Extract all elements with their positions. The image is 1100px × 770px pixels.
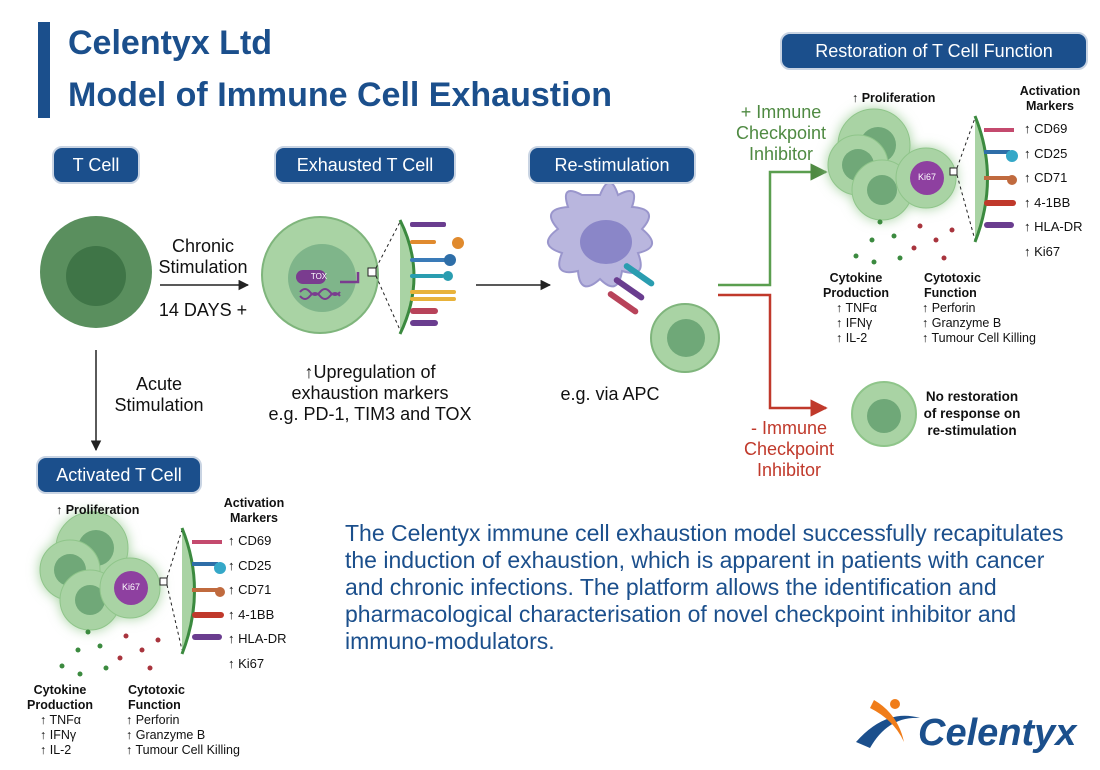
- chronic-label-line1: Chronic: [171, 236, 235, 256]
- celentyx-logo-wordmark: Celentyx: [918, 712, 1077, 754]
- activated-cytokine-il2: ↑ IL-2: [40, 743, 72, 757]
- stage-restimulation: Re-stimulation: [528, 146, 696, 184]
- activated-ki67-badge: Ki67: [121, 582, 140, 592]
- exhaustion-caption-line3: e.g. PD-1, TIM3 and TOX: [268, 404, 472, 424]
- activated-secretion-dots: [59, 629, 161, 677]
- activated-marker-cd69: ↑ CD69: [228, 533, 272, 548]
- activated-cytotoxic-granzyme: ↑ Granzyme B: [126, 728, 206, 742]
- activated-proliferation: ↑ Proliferation: [56, 503, 140, 517]
- restored-cytotoxic-title-line1: Cytotoxic: [924, 271, 981, 285]
- restim-t-cell: [650, 303, 720, 373]
- activated-cytotoxic-perforin: ↑ Perforin: [126, 713, 180, 727]
- activated-membrane: [159, 527, 226, 655]
- restored-cytotoxic-block: Cytotoxic Function ↑ Perforin ↑ Granzyme…: [922, 271, 1072, 346]
- positive-branch-arrow: [718, 163, 828, 287]
- negative-checkpoint-line1: - Immune: [750, 418, 828, 438]
- positive-checkpoint-line3: Inhibitor: [748, 144, 814, 164]
- restored-cytotoxic-perforin: ↑ Perforin: [922, 301, 976, 315]
- restored-marker-hladr: ↑ HLA-DR: [1024, 219, 1083, 234]
- restored-marker-list: ↑ CD69 ↑ CD25 ↑ CD71 ↑ 4-1BB ↑ HLA-DR ↑ …: [1024, 121, 1083, 268]
- restored-cytotoxic-killing: ↑ Tumour Cell Killing: [922, 331, 1036, 345]
- stage-restoration: Restoration of T Cell Function: [780, 32, 1088, 70]
- acute-label-line2: Stimulation: [114, 395, 204, 415]
- restored-secretion-dots: [853, 219, 955, 265]
- stage-t-cell: T Cell: [52, 146, 140, 184]
- restored-cytokine-ifng: ↑ IFNγ: [836, 316, 873, 330]
- negative-checkpoint-line3: Inhibitor: [756, 460, 822, 480]
- restored-cytokine-title-line1: Cytokine: [829, 271, 883, 285]
- activated-cytokine-title-line1: Cytokine: [33, 683, 87, 697]
- restored-activation-title-line2: Markers: [1026, 99, 1074, 113]
- restored-cytokine-block: Cytokine Production ↑ TNFα ↑ IFNγ ↑ IL-2: [814, 271, 898, 346]
- activated-cytotoxic-title-line2: Function: [128, 698, 181, 712]
- restored-cell-cluster: [827, 108, 957, 221]
- page-title: Model of Immune Cell Exhaustion: [68, 76, 613, 114]
- activated-marker-cd71: ↑ CD71: [228, 582, 272, 597]
- naive-t-cell: [40, 216, 152, 328]
- celentyx-logo-mark: [856, 699, 920, 748]
- chronic-label-line2: Stimulation: [158, 257, 248, 277]
- summary-paragraph: The Celentyx immune cell exhaustion mode…: [345, 520, 1064, 654]
- exhaustion-receptors: [410, 222, 464, 326]
- restored-activation-title-line1: Activation: [1019, 84, 1081, 98]
- activated-marker-cd25: ↑ CD25: [228, 557, 272, 573]
- restored-marker-cd25: ↑ CD25: [1024, 145, 1068, 161]
- positive-checkpoint-label: + Immune Checkpoint Inhibitor: [716, 102, 846, 165]
- restored-cytotoxic-title-line2: Function: [924, 286, 977, 300]
- apc-cell: [547, 181, 655, 315]
- restored-membrane: [949, 115, 1018, 243]
- restored-ki67-badge: Ki67: [917, 172, 936, 182]
- exhaustion-caption-line2: exhaustion markers: [291, 383, 449, 403]
- activated-activation-title-line2: Markers: [230, 511, 278, 525]
- activated-cytotoxic-block: Cytotoxic Function ↑ Perforin ↑ Granzyme…: [126, 683, 276, 758]
- positive-checkpoint-line2: Checkpoint: [735, 123, 827, 143]
- acute-label: Acute Stimulation: [104, 374, 214, 416]
- no-restoration-label: No restoration of response on re-stimula…: [914, 388, 1030, 439]
- no-restoration-line1: No restoration: [925, 389, 1019, 404]
- activated-marker-list: ↑ CD69 ↑ CD25 ↑ CD71 ↑ 4-1BB ↑ HLA-DR ↑ …: [228, 533, 287, 680]
- restored-marker-41bb: ↑ 4-1BB: [1024, 194, 1071, 210]
- activated-cytotoxic-title-line1: Cytotoxic: [128, 683, 185, 697]
- title-accent-bar: [38, 22, 50, 118]
- positive-checkpoint-line1: + Immune: [740, 102, 822, 122]
- activated-cytokine-tnfa: ↑ TNFα: [40, 713, 82, 727]
- stage-exhausted-t-cell: Exhausted T Cell: [274, 146, 456, 184]
- chronic-label: Chronic Stimulation: [150, 236, 256, 278]
- duration-label: 14 DAYS +: [158, 300, 248, 320]
- exhaustion-caption: ↑Upregulation of exhaustion markers e.g.…: [255, 362, 485, 425]
- acute-label-line1: Acute: [135, 374, 183, 394]
- restored-marker-cd69: ↑ CD69: [1024, 121, 1068, 136]
- negative-checkpoint-label: - Immune Checkpoint Inhibitor: [724, 418, 854, 481]
- activated-cytotoxic-killing: ↑ Tumour Cell Killing: [126, 743, 240, 757]
- activated-marker-41bb: ↑ 4-1BB: [228, 606, 275, 622]
- activated-cell-cluster: [39, 511, 161, 631]
- restored-cytokine-il2: ↑ IL-2: [836, 331, 868, 345]
- apc-caption: e.g. via APC: [560, 384, 660, 404]
- negative-checkpoint-line2: Checkpoint: [743, 439, 835, 459]
- no-restoration-line3: re-stimulation: [927, 423, 1017, 438]
- stage-activated-t-cell: Activated T Cell: [36, 456, 202, 494]
- activated-marker-hladr: ↑ HLA-DR: [228, 631, 287, 646]
- activated-cytokine-ifng: ↑ IFNγ: [40, 728, 77, 742]
- restored-marker-cd71: ↑ CD71: [1024, 170, 1068, 185]
- negative-branch-arrow: [718, 293, 828, 417]
- company-name: Celentyx Ltd: [68, 24, 273, 62]
- tox-badge: TOX: [310, 272, 328, 281]
- unrestored-cell: [851, 381, 917, 447]
- exhausted-t-cell: [261, 216, 416, 335]
- no-restoration-line2: of response on: [923, 406, 1021, 421]
- exhaustion-caption-line1: ↑Upregulation of: [304, 362, 436, 382]
- restored-marker-ki67: ↑ Ki67: [1024, 243, 1061, 259]
- activated-cytokine-block: Cytokine Production ↑ TNFα ↑ IFNγ ↑ IL-2: [18, 683, 102, 758]
- activated-activation-title-line1: Activation: [223, 496, 285, 510]
- restored-cytokine-title-line2: Production: [823, 286, 889, 300]
- restored-proliferation: ↑ Proliferation: [852, 91, 936, 105]
- activated-activation-title: Activation Markers: [216, 496, 292, 526]
- restored-activation-title: Activation Markers: [1012, 84, 1088, 114]
- activated-cytokine-title-line2: Production: [27, 698, 93, 712]
- activated-marker-ki67: ↑ Ki67: [228, 655, 265, 671]
- restored-cytotoxic-granzyme: ↑ Granzyme B: [922, 316, 1002, 330]
- restored-cytokine-tnfa: ↑ TNFα: [836, 301, 878, 315]
